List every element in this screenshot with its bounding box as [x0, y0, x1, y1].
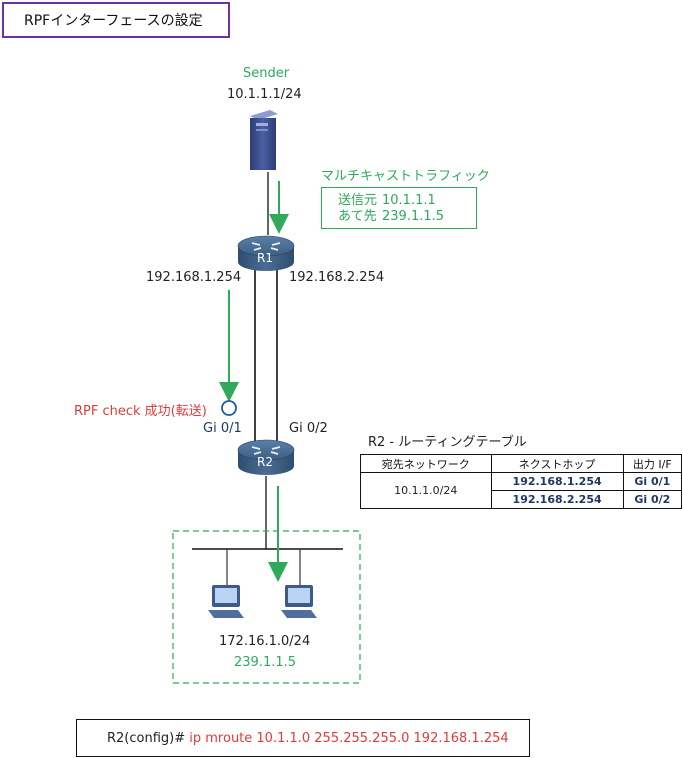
- lan-network: 172.16.1.0/24: [219, 634, 311, 649]
- command-prompt: R2(config)#: [107, 730, 190, 746]
- pc-icon-2: [281, 585, 317, 618]
- sender-address: 10.1.1.1/24: [227, 87, 302, 102]
- source-label: 送信元: [338, 193, 378, 208]
- lan-group: 239.1.1.5: [234, 655, 297, 670]
- rt-next-hop-2: 192.168.2.254: [490, 490, 624, 509]
- rt-next-hop-1: 192.168.1.254: [490, 472, 624, 491]
- r1-name: R1: [257, 251, 273, 265]
- table-row: 10.1.1.0/24 192.168.1.254 Gi 0/1: [360, 472, 683, 509]
- r2-if-gi01: Gi 0/1: [203, 421, 242, 436]
- r2-if-gi02: Gi 0/2: [289, 421, 328, 436]
- r2-name: R2: [257, 455, 273, 469]
- pc-icon-1: [208, 585, 244, 618]
- rt-header-destination: 宛先ネットワーク: [360, 454, 492, 473]
- dest-label: あて先: [338, 209, 377, 224]
- r1-left-ip: 192.168.1.254: [146, 270, 242, 285]
- rt-interface-1: Gi 0/1: [622, 472, 683, 491]
- r1-right-ip: 192.168.2.254: [289, 270, 385, 285]
- multicast-info-box: 送信元 10.1.1.1 あて先 239.1.1.5: [321, 187, 477, 229]
- routing-table: 宛先ネットワーク ネクストホップ 出力 I/F 10.1.1.0/24 192.…: [360, 454, 683, 509]
- lan-box: [172, 530, 361, 684]
- dest-value: 239.1.1.5: [382, 209, 445, 224]
- page-title: RPFインターフェースの設定: [2, 2, 230, 38]
- multicast-heading: マルチキャストトラフィック: [321, 169, 490, 184]
- rt-interface-2: Gi 0/2: [622, 490, 683, 509]
- page-title-text: RPFインターフェースの設定: [24, 13, 203, 29]
- rt-header-interface: 出力 I/F: [622, 454, 683, 473]
- sender-label: Sender: [243, 66, 290, 81]
- rt-header-next-hop: ネクストホップ: [490, 454, 624, 473]
- table-row: 192.168.2.254 Gi 0/2: [361, 490, 683, 509]
- router-r1-icon: [237, 235, 295, 271]
- source-value: 10.1.1.1: [382, 193, 436, 208]
- server-icon: [250, 110, 278, 170]
- routing-table-title: R2 - ルーティングテーブル: [368, 435, 527, 450]
- rt-destination: 10.1.1.0/24: [360, 472, 492, 509]
- rpf-check-icon: [221, 400, 237, 416]
- command-box: R2(config)# ip mroute 10.1.1.0 255.255.2…: [76, 719, 530, 757]
- command-text: ip mroute 10.1.1.0 255.255.255.0 192.168…: [189, 730, 509, 746]
- rpf-check-label: RPF check 成功(転送): [74, 404, 207, 419]
- router-r2-icon: [237, 439, 295, 475]
